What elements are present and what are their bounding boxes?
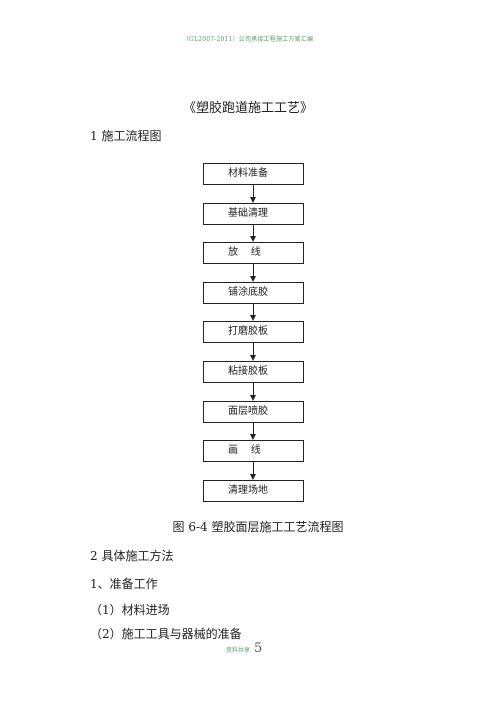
flow-connector-line — [253, 462, 254, 475]
flow-step-box: 粘接胶板 — [203, 361, 304, 383]
flow-connector-line — [253, 185, 254, 198]
flow-step-box: 铺涂底胶 — [203, 282, 304, 304]
list-item-1: （1）材料进场 — [90, 603, 170, 617]
flow-step-box: 打磨胶板 — [203, 321, 304, 343]
section-heading-2: 2 具体施工方法 — [90, 549, 174, 563]
subsection-heading: 1、准备工作 — [90, 577, 158, 591]
page-number: 5 — [254, 641, 263, 656]
flow-step-box: 放 线 — [203, 242, 304, 264]
list-item-2: （2）施工工具与器械的准备 — [90, 627, 242, 641]
flow-connector-line — [253, 304, 254, 316]
figure-caption: 图 6-4 塑胶面层施工工艺流程图 — [172, 520, 344, 534]
arrow-down-icon — [250, 434, 256, 440]
flow-connector-line — [253, 343, 254, 356]
flow-step-box: 面层喷胶 — [203, 401, 304, 423]
arrow-down-icon — [250, 355, 256, 361]
flow-step-box: 画 线 — [203, 440, 304, 462]
arrow-down-icon — [250, 276, 256, 282]
flow-step-box: 清理场地 — [203, 480, 304, 502]
flow-connector-line — [253, 383, 254, 396]
arrow-down-icon — [250, 395, 256, 401]
arrow-down-icon — [250, 197, 256, 203]
flow-connector-line — [253, 264, 254, 277]
arrow-down-icon — [250, 236, 256, 242]
arrow-down-icon — [250, 474, 256, 480]
section-heading-1: 1 施工流程图 — [90, 129, 162, 143]
flow-step-box: 基础清理 — [203, 203, 304, 225]
arrow-down-icon — [250, 315, 256, 321]
flow-connector-line — [253, 423, 254, 435]
document-title: 《塑胶跑道施工工艺》 — [182, 101, 313, 116]
flow-step-box: 材料准备 — [203, 163, 304, 185]
page-header: （GL2007-2011）公司承接工程施工方案汇编 — [182, 36, 314, 43]
flow-connector-line — [253, 225, 254, 237]
footer-note: 资料共享 — [226, 647, 251, 654]
